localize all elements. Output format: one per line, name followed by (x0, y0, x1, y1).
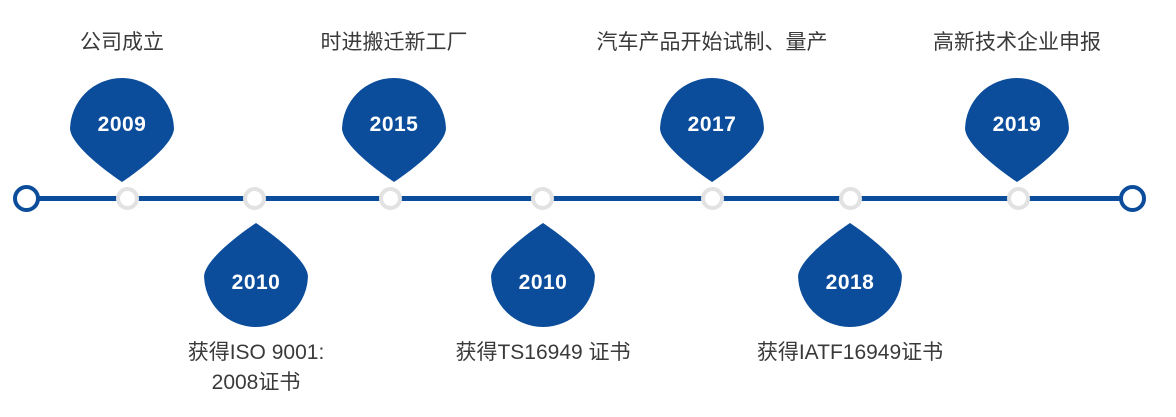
milestone-label: 获得ISO 9001: 2008证书 (187, 341, 325, 395)
timeline-node (378, 187, 402, 210)
timeline-node (242, 187, 266, 210)
milestone-pin-2019[interactable]: 2019 (965, 78, 1069, 182)
timeline-endpoint-start (12, 185, 40, 212)
milestone-year: 2009 (97, 112, 147, 136)
milestone-year: 2010 (231, 270, 281, 294)
milestone-pin-2015[interactable]: 2015 (342, 78, 446, 182)
milestone-label: 汽车产品开始试制、量产 (596, 31, 828, 54)
timeline-node (530, 187, 554, 210)
milestone-label: 公司成立 (80, 31, 164, 54)
timeline-node (700, 187, 724, 210)
milestone-year: 2018 (825, 270, 875, 294)
milestone-label: 时进搬迁新工厂 (320, 31, 468, 54)
milestone-pin-2017[interactable]: 2017 (660, 78, 764, 182)
timeline-node (838, 187, 862, 210)
milestone-year: 2017 (687, 112, 737, 136)
milestone-pin-2018[interactable]: 2018 (798, 223, 902, 327)
milestone-year: 2019 (992, 112, 1042, 136)
milestone-pin-2010[interactable]: 2010 (491, 223, 595, 327)
timeline-axis (26, 196, 1132, 201)
milestone-year: 2015 (369, 112, 419, 136)
milestone-label: 获得TS16949 证书 (455, 341, 631, 364)
milestone-pin-2010[interactable]: 2010 (204, 223, 308, 327)
milestone-pin-2009[interactable]: 2009 (70, 78, 174, 182)
milestone-label: 高新技术企业申报 (933, 31, 1101, 54)
timeline-node (1006, 187, 1030, 210)
timeline-node (115, 187, 139, 210)
milestone-year: 2010 (518, 270, 568, 294)
timeline-endpoint-end (1118, 185, 1146, 212)
milestone-label: 获得IATF16949证书 (756, 341, 944, 364)
